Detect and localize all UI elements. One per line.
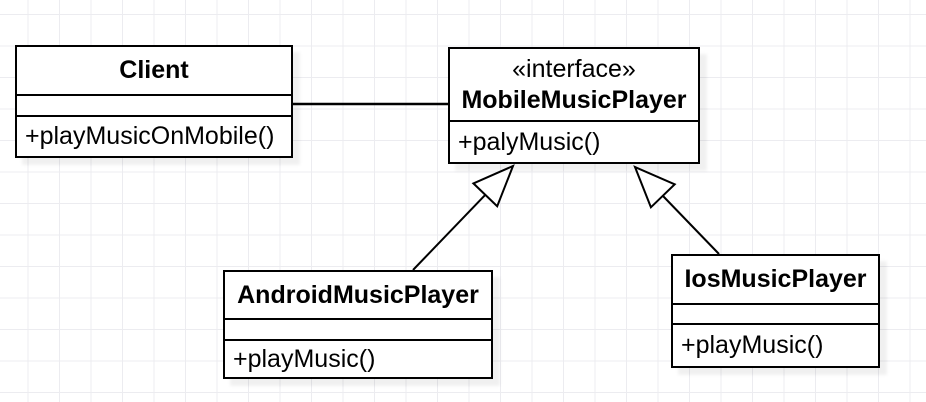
stereotype-label: «interface»: [512, 54, 636, 83]
class-name-client: Client: [17, 47, 291, 96]
method-label: +playMusic(): [681, 331, 824, 359]
hollow-triangle-arrowhead: [471, 164, 515, 208]
methods-compartment-client: +playMusicOnMobile(): [17, 117, 291, 156]
class-name-mobilemusicplayer: «interface» MobileMusicPlayer: [450, 49, 698, 122]
attributes-compartment-iosmusicplayer: [673, 305, 878, 325]
method-label: +palyMusic(): [458, 127, 601, 156]
hollow-triangle-arrowhead: [633, 165, 677, 210]
method-label: +playMusic(): [233, 344, 376, 373]
class-name-label: AndroidMusicPlayer: [237, 280, 479, 309]
class-box-androidmusicplayer[interactable]: AndroidMusicPlayer +playMusic(): [223, 270, 493, 379]
methods-compartment-iosmusicplayer: +playMusic(): [673, 325, 878, 366]
class-box-iosmusicplayer[interactable]: IosMusicPlayer +playMusic(): [671, 254, 880, 368]
generalization-edge-android-mobilemusicplayer[interactable]: [412, 164, 515, 271]
methods-compartment-mobilemusicplayer: +palyMusic(): [450, 122, 698, 162]
class-name-androidmusicplayer: AndroidMusicPlayer: [225, 272, 491, 320]
attributes-compartment-androidmusicplayer: [225, 320, 491, 341]
methods-compartment-androidmusicplayer: +playMusic(): [225, 341, 491, 377]
class-name-label: Client: [119, 56, 189, 84]
class-name-label: MobileMusicPlayer: [461, 85, 687, 114]
method-label: +playMusicOnMobile(): [25, 122, 275, 150]
class-name-label: IosMusicPlayer: [684, 265, 867, 293]
generalization-edge-ios-mobilemusicplayer[interactable]: [633, 165, 720, 255]
class-box-mobilemusicplayer[interactable]: «interface» MobileMusicPlayer +palyMusic…: [448, 47, 700, 164]
attributes-compartment-client: [17, 96, 291, 117]
class-name-iosmusicplayer: IosMusicPlayer: [673, 256, 878, 305]
class-box-client[interactable]: Client +playMusicOnMobile(): [15, 45, 293, 158]
